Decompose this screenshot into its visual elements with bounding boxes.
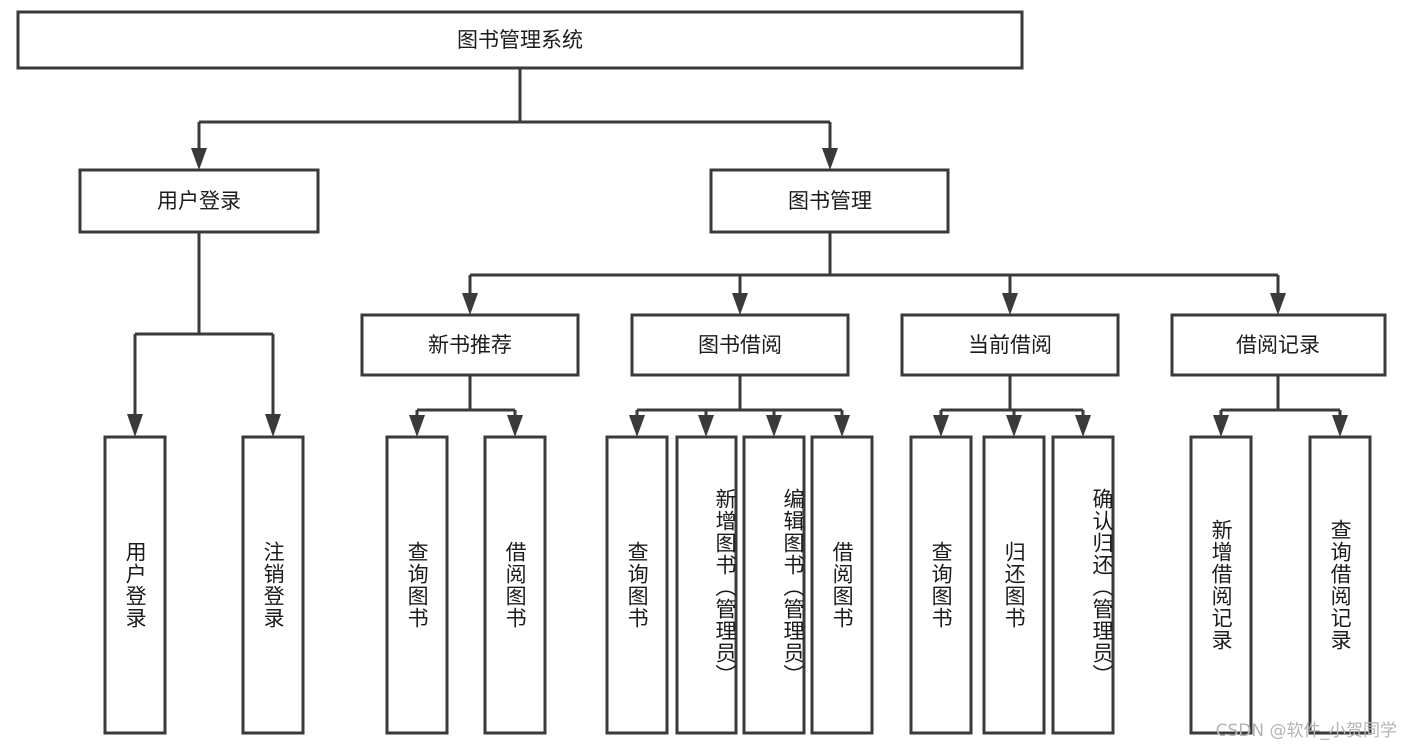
arrow-recommend-to-leaf2 — [507, 415, 523, 437]
node-leaf-query-book-borrow-box[interactable] — [605, 435, 669, 735]
connector-group-root — [191, 68, 838, 170]
node-new-book-recommend-label: 新书推荐 — [428, 333, 512, 357]
node-current-borrow[interactable]: 当前借阅 — [900, 313, 1120, 377]
arrow-book-manage-to-current — [1002, 293, 1018, 315]
node-leaf-query-book-current-box[interactable] — [909, 435, 973, 735]
node-leaf-borrow-book-recommend-box[interactable] — [483, 435, 547, 735]
arrow-current-to-leaf2 — [1006, 415, 1022, 437]
node-new-book-recommend-box[interactable] — [360, 313, 580, 377]
arrow-current-to-leaf1 — [933, 415, 949, 437]
node-borrow-record[interactable]: 借阅记录 — [1170, 313, 1387, 377]
arrow-root-to-user-login — [191, 148, 207, 170]
arrow-book-manage-to-recommend — [462, 293, 478, 315]
node-leaf-confirm-return-box[interactable] — [1051, 435, 1115, 735]
node-leaf-add-book-box[interactable] — [675, 435, 738, 735]
node-user-login[interactable]: 用户登录 — [78, 168, 320, 234]
node-current-borrow-box[interactable] — [900, 313, 1120, 377]
node-root-box[interactable] — [16, 10, 1024, 70]
connector-group-user-login — [127, 232, 281, 437]
node-leaf-query-book-recommend-box[interactable] — [385, 435, 449, 735]
node-leaf-add-borrow-record-box[interactable] — [1189, 435, 1253, 735]
node-book-manage-box[interactable] — [709, 168, 950, 234]
node-current-borrow-label: 当前借阅 — [968, 333, 1052, 357]
arrow-record-to-leaf1 — [1213, 415, 1229, 437]
node-leaf-user-logout-box[interactable] — [241, 435, 305, 735]
node-leaf-user-login-box[interactable] — [103, 435, 167, 735]
node-borrow-record-label: 借阅记录 — [1236, 333, 1320, 357]
connector-group-book-manage — [462, 232, 1286, 315]
node-root[interactable]: 图书管理系统 — [16, 10, 1024, 70]
arrow-borrow-to-leaf3 — [766, 415, 782, 437]
node-borrow-record-box[interactable] — [1170, 313, 1387, 377]
node-leaf-borrow-book-box[interactable] — [810, 435, 874, 735]
arrow-recommend-to-leaf1 — [409, 415, 425, 437]
node-leaf-return-book-box[interactable] — [982, 435, 1046, 735]
node-user-login-label: 用户登录 — [157, 189, 241, 213]
node-book-borrow-label: 图书借阅 — [698, 333, 782, 357]
node-book-borrow[interactable]: 图书借阅 — [630, 313, 850, 377]
arrow-book-manage-to-record — [1270, 293, 1286, 315]
node-leaf-query-borrow-record-box[interactable] — [1308, 435, 1372, 735]
arrow-book-manage-to-borrow — [732, 293, 748, 315]
arrow-borrow-to-leaf2 — [698, 415, 714, 437]
node-new-book-recommend[interactable]: 新书推荐 — [360, 313, 580, 377]
arrow-user-login-to-leaf1 — [127, 414, 143, 437]
arrow-borrow-to-leaf4 — [834, 415, 850, 437]
node-book-borrow-box[interactable] — [630, 313, 850, 377]
connector-group-new-book-recommend — [409, 375, 523, 437]
node-leaf-edit-book-box[interactable] — [742, 435, 806, 735]
connector-group-borrow-record — [1213, 375, 1348, 437]
node-book-manage[interactable]: 图书管理 — [709, 168, 950, 234]
node-book-manage-label: 图书管理 — [788, 189, 872, 213]
connector-group-book-borrow — [629, 375, 850, 437]
arrow-user-login-to-leaf2 — [265, 414, 281, 437]
leaf-boxes — [103, 435, 1372, 735]
connector-group-current-borrow — [933, 375, 1091, 437]
arrow-current-to-leaf3 — [1075, 415, 1091, 437]
arrow-record-to-leaf2 — [1332, 415, 1348, 437]
node-user-login-box[interactable] — [78, 168, 320, 234]
arrow-borrow-to-leaf1 — [629, 415, 645, 437]
arrow-root-to-book-manage — [822, 148, 838, 170]
node-root-label: 图书管理系统 — [457, 28, 583, 52]
